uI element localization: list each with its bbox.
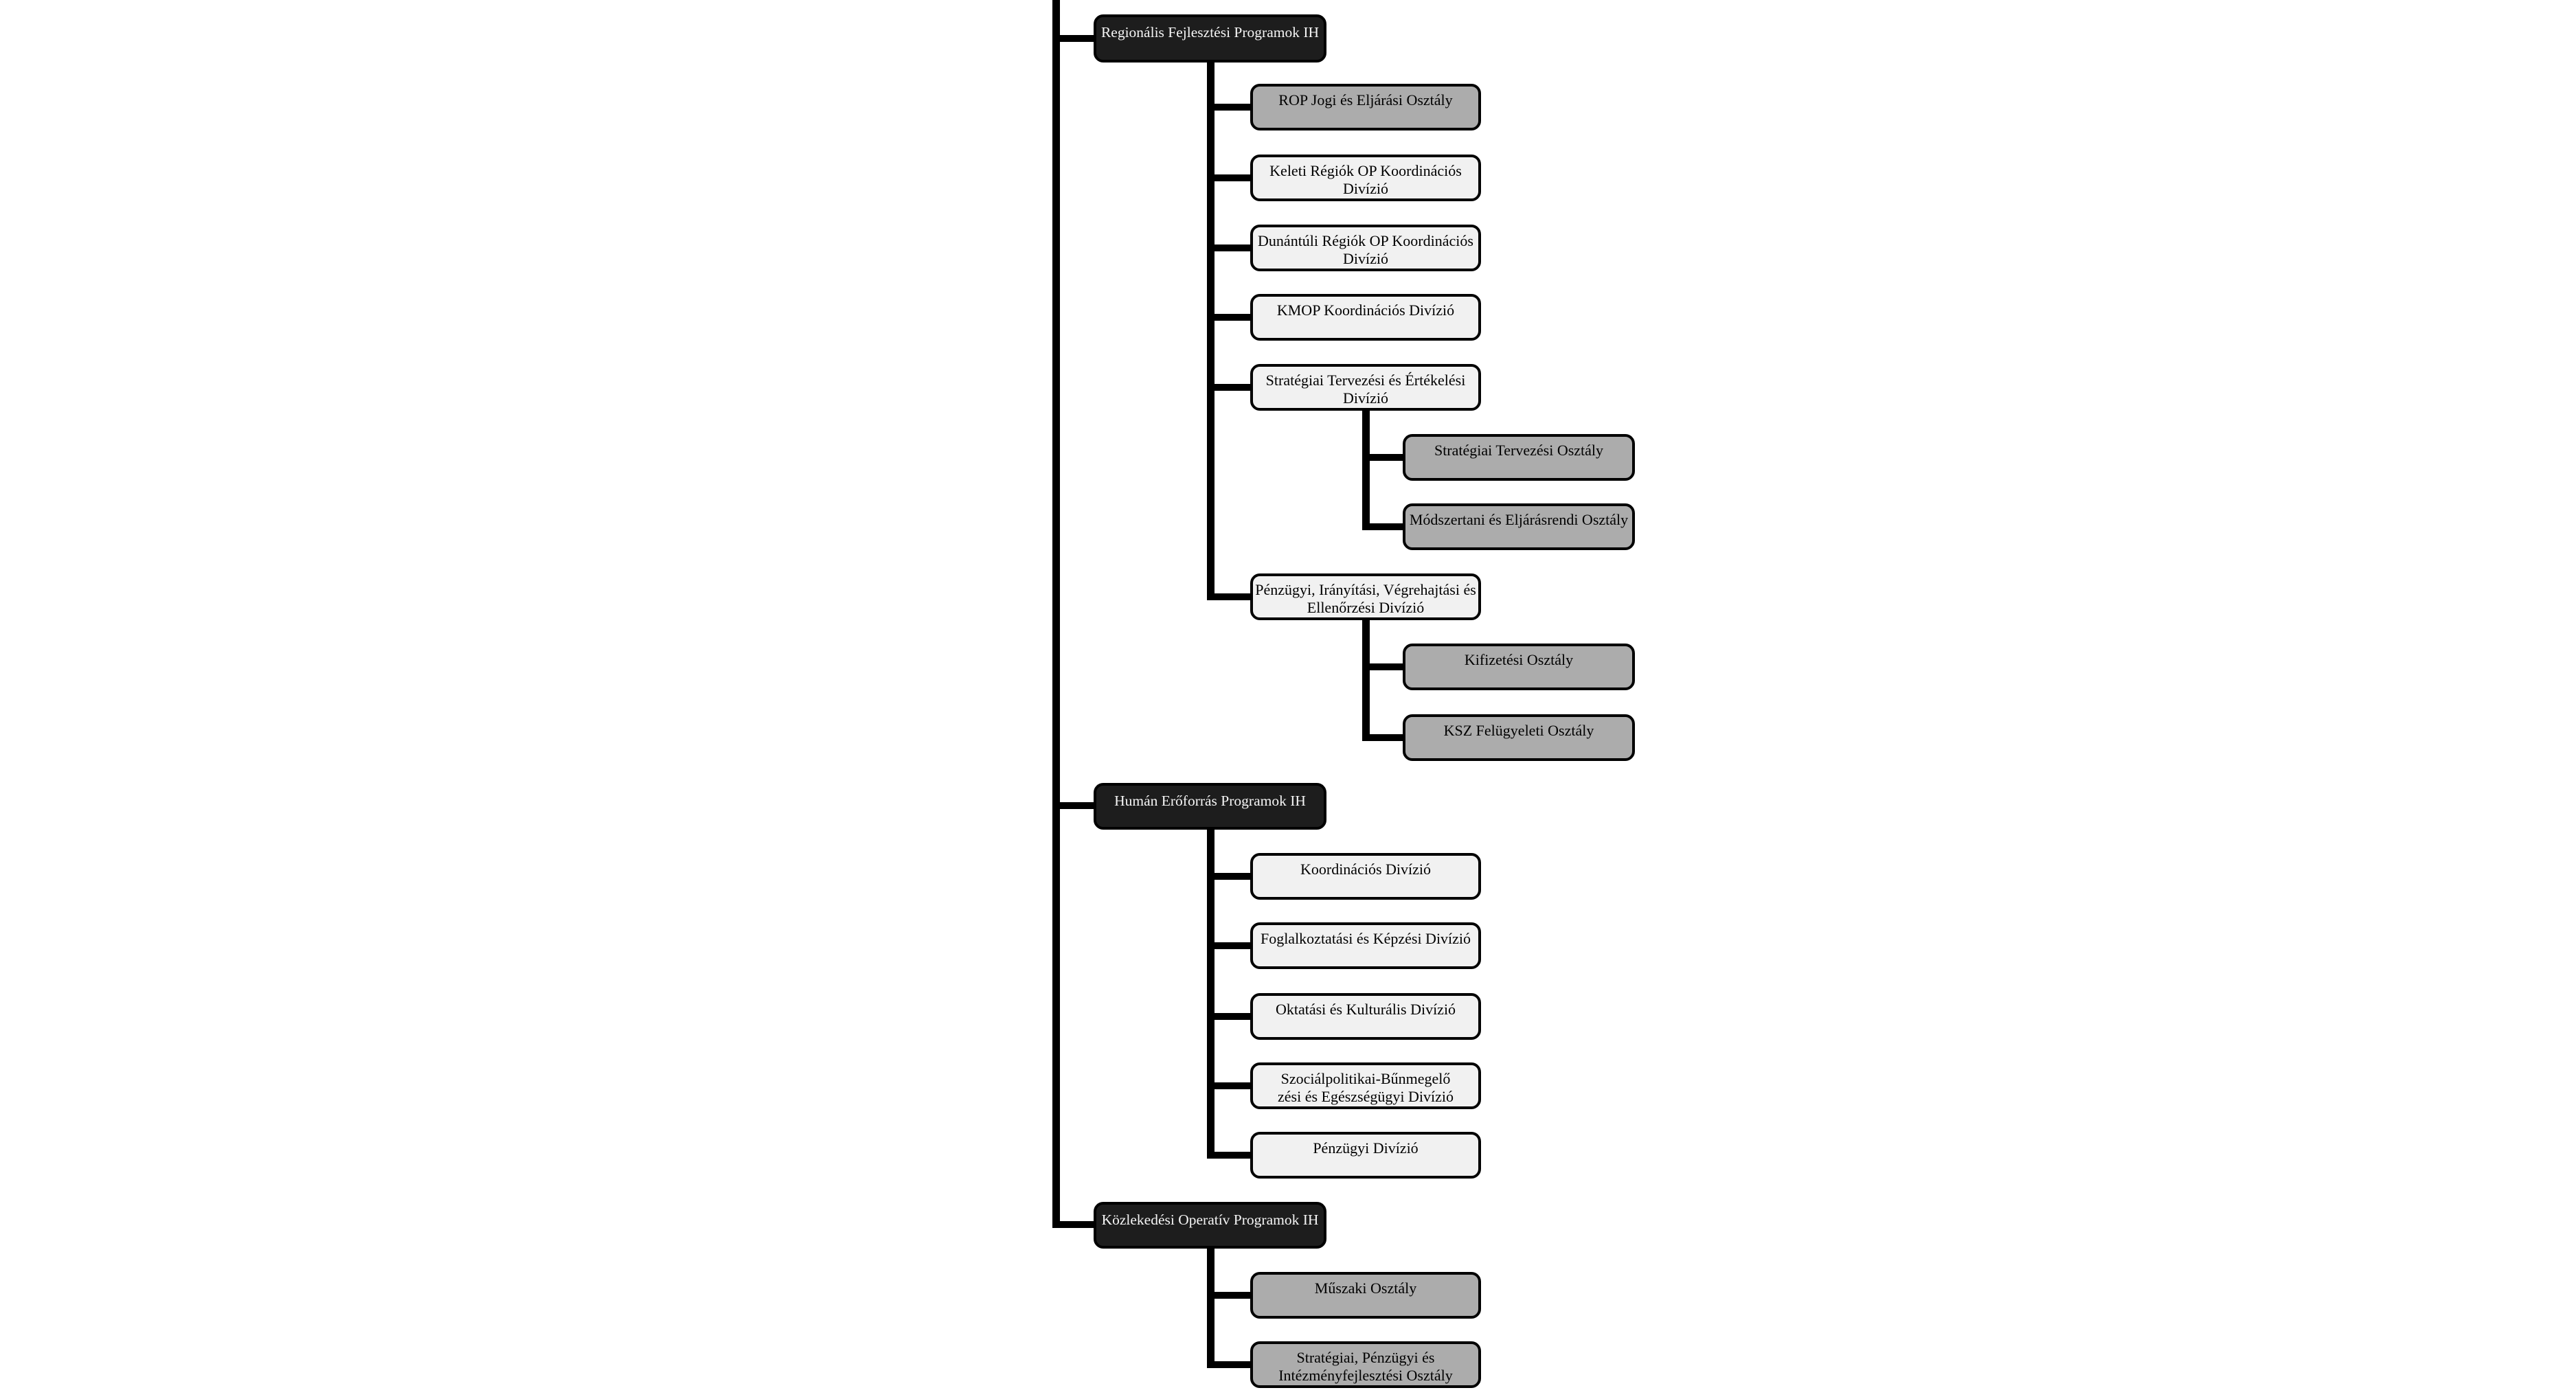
org-node-rop-jogi-es-eljarasi-osztaly: ROP Jogi és Eljárási Osztály xyxy=(1250,84,1481,130)
org-node-kifizetesi-osztaly: Kifizetési Osztály xyxy=(1403,644,1635,690)
connector-grandchild xyxy=(1362,523,1403,530)
org-node-szocialpolitikai-bunmegelozesi-es-egeszsegugyi-divizio: Szociálpolitikai-Bűnmegelő zési és Egész… xyxy=(1250,1062,1481,1109)
connector-child xyxy=(1207,1152,1251,1159)
connector-child xyxy=(1207,384,1251,391)
org-node-koordinacios-divizio: Koordinációs Divízió xyxy=(1250,853,1481,900)
org-node-strategiai-tervezesi-osztaly: Stratégiai Tervezési Osztály xyxy=(1403,434,1635,481)
connector-child xyxy=(1207,1292,1251,1299)
org-node-foglalkoztatasi-es-kepzesi-divizio: Foglalkoztatási és Képzési Divízió xyxy=(1250,922,1481,969)
stem-group1 xyxy=(1207,62,1214,600)
stem-strategiai-divizio xyxy=(1362,411,1370,530)
org-node-modszertani-es-eljarasrendi-osztaly: Módszertani és Eljárásrendi Osztály xyxy=(1403,503,1635,550)
org-node-dunantuli-regiok-op-koordinacios-divizio: Dunántúli Régiók OP Koordinációs Divízió xyxy=(1250,225,1481,271)
connector-trunk-group3 xyxy=(1052,1221,1095,1228)
connector-child xyxy=(1207,942,1251,949)
org-node-oktatasi-es-kulturalis-divizio: Oktatási és Kulturális Divízió xyxy=(1250,993,1481,1040)
connector-child xyxy=(1207,174,1251,181)
connector-child xyxy=(1207,873,1251,880)
org-node-ksz-felugyeleti-osztaly: KSZ Felügyeleti Osztály xyxy=(1403,714,1635,761)
org-node-regionalis-fejlesztesi-programok-ih: Regionális Fejlesztési Programok IH xyxy=(1094,14,1326,62)
org-node-penzugyi-divizio: Pénzügyi Divízió xyxy=(1250,1132,1481,1179)
org-node-kozlekedesi-operativ-programok-ih: Közlekedési Operatív Programok IH xyxy=(1094,1202,1326,1249)
connector-child xyxy=(1207,244,1251,251)
org-node-penzugyi-iranyitasi-vegrehajtasi-es-ellenorzesi-divizio: Pénzügyi, Irányítási, Végrehajtási és El… xyxy=(1250,573,1481,620)
connector-child xyxy=(1207,1013,1251,1020)
org-node-kmop-koordinacios-divizio: KMOP Koordinációs Divízió xyxy=(1250,294,1481,341)
org-node-strategiai-tervezesi-es-ertekelesi-divizio: Stratégiai Tervezési és Értékelési Divíz… xyxy=(1250,364,1481,411)
connector-child xyxy=(1207,593,1251,600)
trunk-line xyxy=(1052,0,1060,1228)
org-node-strategiai-penzugyi-es-intezmenyfejlesztesi-osztaly: Stratégiai, Pénzügyi és Intézményfejlesz… xyxy=(1250,1341,1481,1388)
connector-child xyxy=(1207,314,1251,321)
stem-group3 xyxy=(1207,1248,1214,1368)
stem-group2 xyxy=(1207,829,1214,1159)
org-node-keleti-regiok-op-koordinacios-divizio: Keleti Régiók OP Koordinációs Divízió xyxy=(1250,155,1481,201)
connector-child xyxy=(1207,1082,1251,1089)
stem-penzugyi-divizio xyxy=(1362,620,1370,741)
connector-trunk-group2 xyxy=(1052,802,1095,809)
connector-child xyxy=(1207,1361,1251,1368)
org-node-muszaki-osztaly: Műszaki Osztály xyxy=(1250,1272,1481,1319)
connector-trunk-group1 xyxy=(1052,35,1095,42)
connector-grandchild xyxy=(1362,663,1403,670)
org-node-human-eroforras-programok-ih: Humán Erőforrás Programok IH xyxy=(1094,783,1326,830)
connector-grandchild xyxy=(1362,734,1403,741)
connector-child xyxy=(1207,104,1251,111)
connector-grandchild xyxy=(1362,454,1403,461)
